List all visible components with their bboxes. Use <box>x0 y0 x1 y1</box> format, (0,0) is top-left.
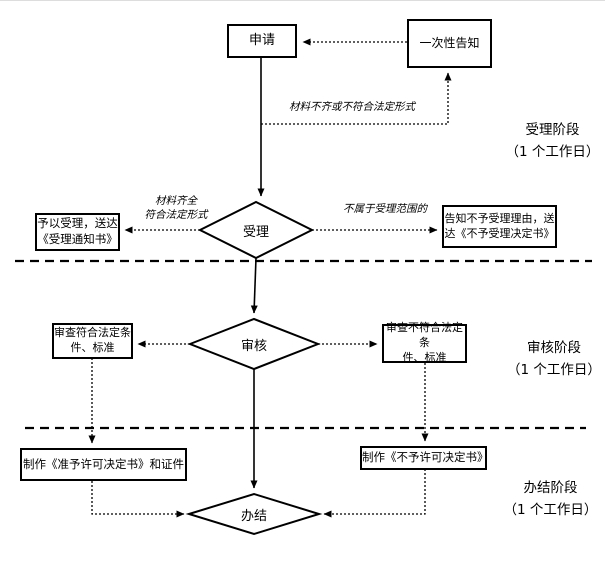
node-accept-no: 告知不予受理理由，送 达《不予受理决定书》 <box>442 205 557 248</box>
node-review-pass: 审查符合法定条 件、标准 <box>52 323 133 359</box>
node-accept-yes: 予以受理，送达 《受理通知书》 <box>35 213 120 251</box>
label-complete: 办结 <box>240 508 267 524</box>
stage-label-complete: 办结阶段 （1 个工作日） <box>503 480 598 518</box>
node-make-denial: 制作《不予许可决定书》 <box>360 446 489 470</box>
diamond-accept <box>197 200 315 260</box>
dotted-connectors <box>88 38 452 518</box>
edge-accept-review <box>250 257 258 314</box>
label-materials-incomplete: 材料不齐或不符合法定形式 <box>289 101 415 113</box>
label-materials-complete: 材料齐全 符合法定形式 <box>144 195 208 222</box>
diamond-complete <box>185 492 323 536</box>
stage-label-review: 审核阶段 （1 个工作日） <box>507 340 601 378</box>
node-apply: 申请 <box>227 24 297 58</box>
node-make-permit: 制作《准予许可决定书》和证件 <box>20 448 187 481</box>
decision-diamonds <box>185 200 323 536</box>
label-out-of-scope: 不属于受理范围的 <box>343 203 427 215</box>
node-one-time-notice: 一次性告知 <box>407 19 492 68</box>
edge-makedenial-complete <box>323 469 426 518</box>
stage-label-accept: 受理阶段 （1 个工作日） <box>505 122 600 160</box>
edge-makepermit-complete <box>91 481 185 518</box>
edge-accept-notice-feedback <box>261 72 452 125</box>
solid-connectors <box>250 58 265 489</box>
label-review: 审核 <box>240 338 267 354</box>
node-review-fail: 审查不符合法定条 件、标准 <box>382 321 467 364</box>
diamond-review <box>187 317 321 371</box>
label-accept: 受理 <box>242 224 269 240</box>
stage-divider-lines <box>15 259 592 430</box>
